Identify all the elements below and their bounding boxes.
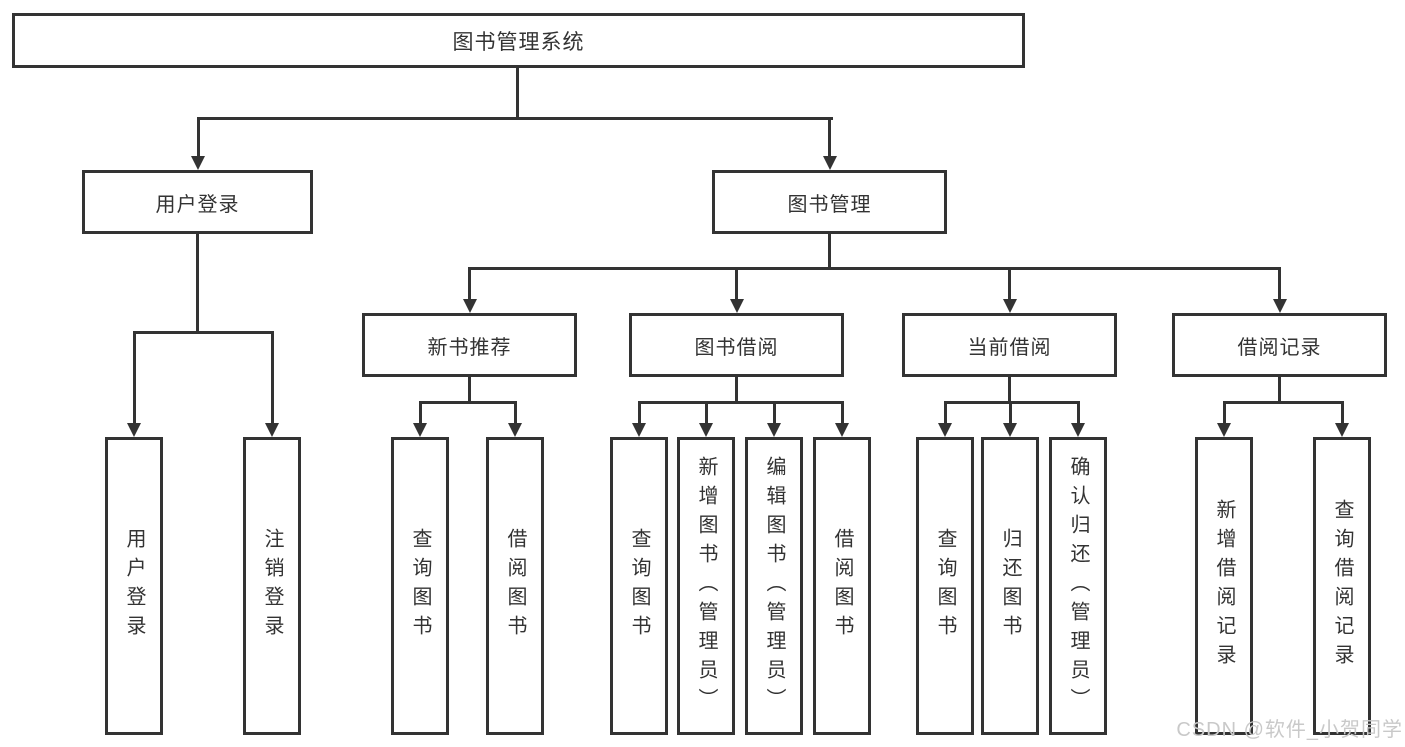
leaf-label: 确认归还（管理员） [1067,455,1089,717]
leaf-query-books-2: 查询图书 [610,437,668,735]
connector-line [468,267,471,300]
connector-line [840,401,844,424]
arrow-down-icon [462,299,477,313]
connector-line [637,401,641,424]
connector-line [735,377,738,404]
arrow-down-icon [835,423,849,437]
connector-line [418,401,422,424]
connector-line [132,331,136,424]
node-borrowing-records: 借阅记录 [1172,313,1387,377]
arrow-down-icon [191,156,205,170]
arrow-down-icon [127,423,141,437]
leaf-label: 新增借阅记录 [1213,499,1235,673]
node-root: 图书管理系统 [12,13,1025,68]
node-user-login: 用户登录 [82,170,313,234]
arrow-down-icon [1002,299,1017,313]
leaf-label: 新增图书（管理员） [695,455,717,717]
connector-line [468,377,471,404]
arrow-down-icon [699,423,713,437]
arrow-down-icon [632,423,646,437]
connector-line [196,234,199,334]
arrow-down-icon [1272,299,1287,313]
connector-line [196,117,200,157]
connector-line [1340,401,1344,424]
leaf-label: 查询图书 [409,528,431,644]
leaf-user-login: 用户登录 [105,437,163,735]
node-new-book-recommend: 新书推荐 [362,313,577,377]
arrow-down-icon [1217,423,1231,437]
leaf-logout: 注销登录 [243,437,301,735]
connector-line [828,117,831,157]
connector-line [1278,267,1281,300]
connector-line [132,331,274,334]
leaf-borrow-books-2: 借阅图书 [813,437,871,735]
node-current-borrowing: 当前借阅 [902,313,1117,377]
leaf-return-books: 归还图书 [981,437,1039,735]
arrow-down-icon [1335,423,1349,437]
connector-line [1076,401,1080,424]
leaf-label: 借阅图书 [831,528,853,644]
connector-line [735,267,738,300]
leaf-add-borrow-record: 新增借阅记录 [1195,437,1253,735]
connector-line [468,267,1281,270]
node-label: 图书借阅 [694,336,779,359]
leaf-label: 借阅图书 [504,528,526,644]
connector-line [1278,377,1281,404]
arrow-down-icon [938,423,952,437]
connector-line [637,401,844,404]
leaf-query-books-3: 查询图书 [916,437,974,735]
leaf-label: 用户登录 [123,528,145,644]
connector-line [1008,377,1011,404]
node-label: 新书推荐 [427,336,512,359]
node-book-borrowing: 图书借阅 [629,313,844,377]
leaf-edit-books-admin: 编辑图书（管理员） [745,437,803,735]
connector-line [772,401,776,424]
connector-line [515,68,519,120]
connector-line [704,401,708,424]
node-label: 当前借阅 [967,336,1052,359]
leaf-label: 查询借阅记录 [1331,499,1353,673]
arrow-down-icon [729,299,744,313]
node-label: 图书管理 [787,193,872,216]
connector-line [943,401,947,424]
leaf-label: 注销登录 [261,528,283,644]
connector-line [1222,401,1226,424]
arrow-down-icon [767,423,781,437]
connector-line [1008,401,1012,424]
connector-line [270,331,274,424]
leaf-confirm-return-admin: 确认归还（管理员） [1049,437,1107,735]
arrow-down-icon [822,156,837,170]
arrow-down-icon [508,423,522,437]
arrow-down-icon [265,423,279,437]
leaf-query-borrow-record: 查询借阅记录 [1313,437,1371,735]
connector-line [828,233,831,270]
connector-line [418,401,517,404]
connector-line [196,117,833,120]
leaf-label: 查询图书 [628,528,650,644]
leaf-borrow-books-1: 借阅图书 [486,437,544,735]
leaf-query-books-1: 查询图书 [391,437,449,735]
leaf-label: 归还图书 [999,528,1021,644]
node-label: 借阅记录 [1237,336,1322,359]
leaf-add-books-admin: 新增图书（管理员） [677,437,735,735]
connector-line [1222,401,1344,404]
csdn-watermark: CSDN @软件_小贺同学 [1176,719,1403,741]
connector-line [1008,267,1011,300]
node-root-label: 图书管理系统 [452,30,585,54]
leaf-label: 编辑图书（管理员） [763,455,785,717]
arrow-down-icon [1003,423,1017,437]
connector-line [943,401,1080,404]
node-label: 用户登录 [155,193,240,216]
connector-line [513,401,517,424]
node-book-management: 图书管理 [712,170,947,234]
leaf-label: 查询图书 [934,528,956,644]
arrow-down-icon [413,423,427,437]
arrow-down-icon [1071,423,1085,437]
